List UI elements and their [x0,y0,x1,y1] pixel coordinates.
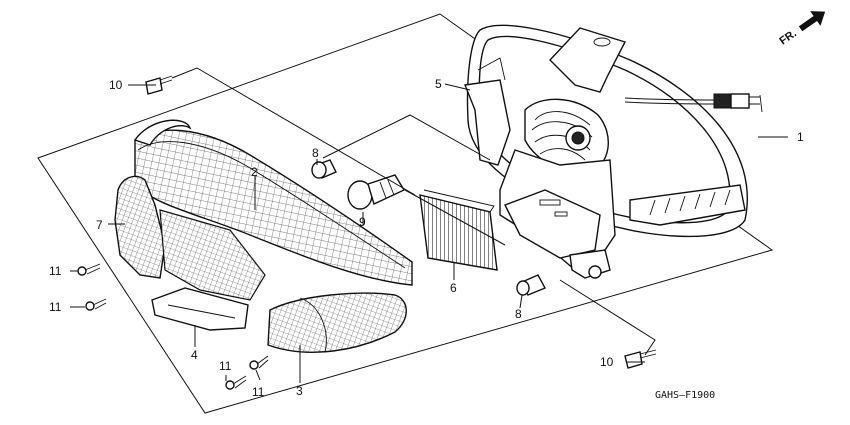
rear-reflector [419,189,498,271]
direction-label: FR. [777,27,798,47]
side-lens-left [114,175,266,301]
callout-11-b: 11 [49,300,62,314]
main-lens [133,119,413,286]
callout-1: 1 [797,130,804,144]
leader-lines [70,67,788,383]
bolt-top [145,75,173,95]
callout-4: 4 [191,348,198,362]
inner-reflector-plate [151,287,249,331]
callout-5: 5 [435,77,442,91]
bolt-bottom [624,349,657,369]
callout-11-c: 11 [219,359,232,373]
bulb-license [311,159,337,179]
callout-3: 3 [296,384,303,398]
side-lens-right [267,292,407,353]
callout-6: 6 [450,281,457,295]
callout-10-bottom: 10 [600,355,614,369]
callout-8-lower: 8 [515,307,522,321]
callout-11-a: 11 [49,264,62,278]
assembly-boundary [37,13,774,414]
taillight-housing [464,24,763,279]
callout-11-d: 11 [252,385,265,399]
screw-3 [225,375,247,390]
bulb-tail [347,174,405,210]
diagram-code: GAHS–F1900 [655,390,715,401]
screw-4 [249,355,269,370]
callout-numbers: 10 1 2 3 4 5 6 7 8 8 9 10 11 11 11 11 [49,77,804,399]
callout-10-top: 10 [109,78,123,92]
front-direction-arrow: FR. [777,11,826,47]
callout-2: 2 [251,165,258,179]
screw-2 [85,298,107,311]
screw-1 [77,263,101,276]
callout-9: 9 [359,215,366,229]
bulb-side [516,274,546,296]
callout-8-upper: 8 [312,146,319,160]
callout-7: 7 [96,218,103,232]
